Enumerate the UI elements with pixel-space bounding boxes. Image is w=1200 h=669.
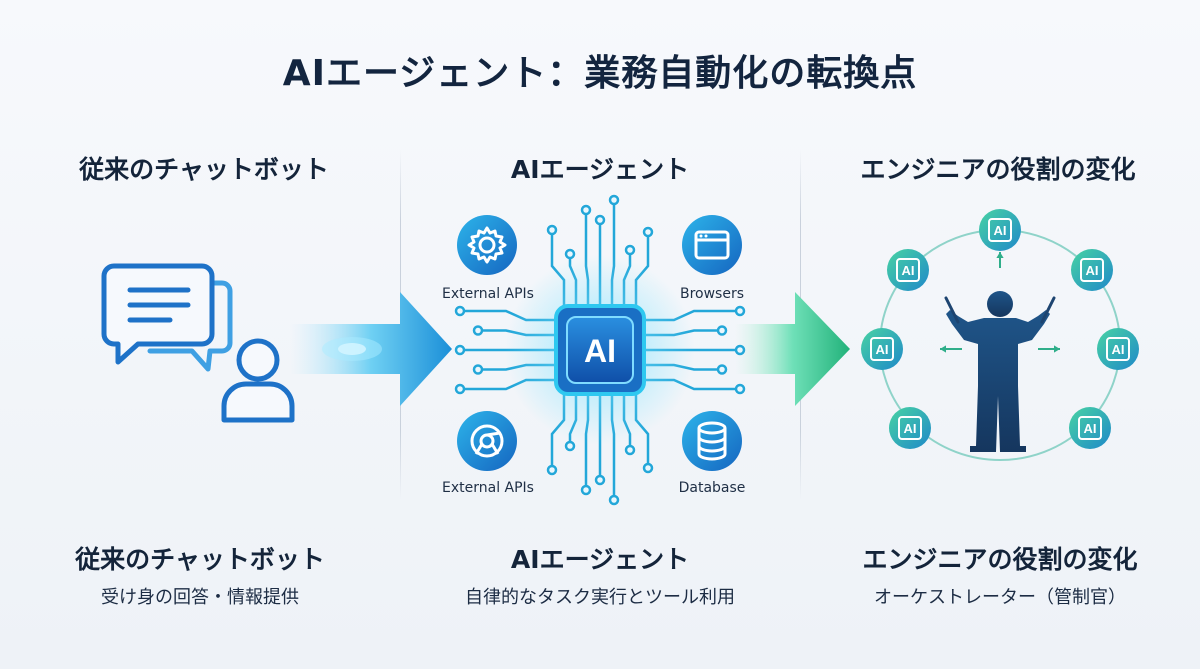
browser-globe-icon bbox=[457, 411, 517, 471]
circuit-node bbox=[580, 204, 592, 216]
footer-sub-agent: 自律的なタスク実行とツール利用 bbox=[465, 587, 735, 608]
ai-node-icon: AI bbox=[979, 209, 1021, 251]
ai-node-icon: AI bbox=[1069, 407, 1111, 449]
footer-title-agent: AIエージェント bbox=[510, 545, 690, 574]
col-heading-chatbot: 従来のチャットボット bbox=[79, 155, 329, 184]
ai-node-label: AI bbox=[1112, 342, 1125, 357]
circuit-node bbox=[594, 474, 606, 486]
circuit-node bbox=[608, 494, 620, 506]
circuit-node bbox=[624, 444, 636, 456]
circuit-node bbox=[642, 462, 654, 474]
gear-icon bbox=[457, 215, 517, 275]
page-title: AIエージェント：業務自動化の転換点 bbox=[282, 53, 918, 94]
footer-title-engineer: エンジニアの役割の変化 bbox=[862, 545, 1138, 574]
circuit-node bbox=[546, 464, 558, 476]
chip-label: AI bbox=[584, 333, 616, 369]
circuit-node bbox=[624, 244, 636, 256]
circuit-node bbox=[564, 248, 576, 260]
ai-node-label: AI bbox=[876, 342, 889, 357]
delegation-arrowhead bbox=[996, 252, 1004, 258]
col-heading-engineer: エンジニアの役割の変化 bbox=[860, 155, 1136, 184]
circuit-node bbox=[642, 226, 654, 238]
circuit-node bbox=[546, 224, 558, 236]
circuit-node bbox=[472, 364, 484, 375]
footer-sub-chatbot: 受け身の回答・情報提供 bbox=[101, 587, 299, 608]
conductor-silhouette-icon bbox=[944, 291, 1056, 452]
circuit-node bbox=[734, 344, 746, 356]
circuit-node bbox=[454, 305, 466, 317]
tool-label-bottom-left: External APIs bbox=[442, 480, 534, 496]
arrow-agent-to-engineer bbox=[735, 292, 850, 406]
ai-node-icon: AI bbox=[889, 407, 931, 449]
circuit-node bbox=[472, 325, 484, 336]
circuit-node bbox=[564, 440, 576, 452]
user-icon bbox=[221, 338, 295, 423]
circuit-node bbox=[608, 194, 620, 206]
ai-node-label: AI bbox=[904, 421, 917, 436]
ai-node-icon: AI bbox=[1071, 249, 1113, 291]
ai-node-label: AI bbox=[902, 263, 915, 278]
database-icon bbox=[682, 411, 742, 471]
ai-node-label: AI bbox=[1084, 421, 1097, 436]
ai-node-icon: AI bbox=[887, 249, 929, 291]
circuit-node bbox=[734, 383, 746, 395]
ai-chip-icon: AI bbox=[554, 304, 646, 396]
circuit-node bbox=[580, 484, 592, 496]
circuit-node bbox=[734, 305, 746, 317]
circuit-node bbox=[716, 364, 728, 375]
tool-label-top-right: Browsers bbox=[679, 286, 745, 302]
circuit-node bbox=[594, 214, 606, 226]
browser-window-icon bbox=[682, 215, 742, 275]
circuit-node bbox=[716, 325, 728, 336]
delegation-arrowhead bbox=[1054, 345, 1060, 353]
footer-title-chatbot: 従来のチャットボット bbox=[75, 545, 325, 574]
ai-node-label: AI bbox=[994, 223, 1007, 238]
ai-node-label: AI bbox=[1086, 263, 1099, 278]
delegation-arrowhead bbox=[940, 345, 946, 353]
circuit-node bbox=[454, 344, 466, 356]
ai-node-icon: AI bbox=[1097, 328, 1139, 370]
chat-bubbles-icon bbox=[101, 263, 233, 372]
circuit-node bbox=[454, 383, 466, 395]
arrow-chatbot-to-agent bbox=[290, 292, 452, 406]
col-heading-agent: AIエージェント bbox=[510, 155, 690, 184]
tool-label-bottom-right: Database bbox=[678, 480, 746, 496]
tool-label-top-left: External APIs bbox=[442, 286, 534, 302]
footer-sub-engineer: オーケストレーター（管制官） bbox=[874, 587, 1126, 608]
ai-node-group: AI AI AI AI AI AI AI bbox=[861, 209, 1139, 449]
ai-node-icon: AI bbox=[861, 328, 903, 370]
